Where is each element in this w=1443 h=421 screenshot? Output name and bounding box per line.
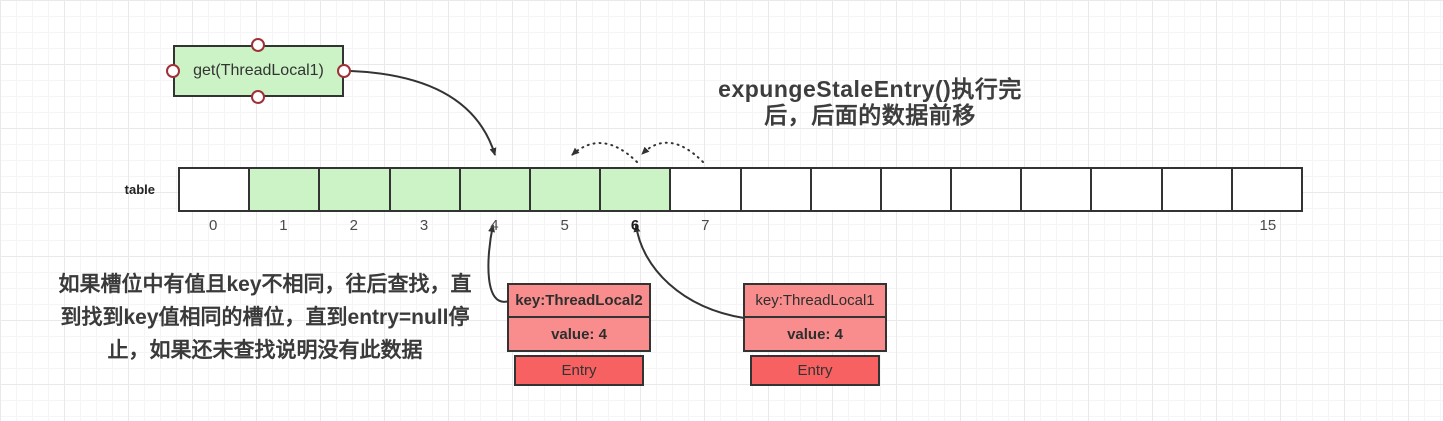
table-cell-5[interactable] xyxy=(530,169,602,210)
table-cell-0[interactable] xyxy=(180,169,251,210)
index-label xyxy=(1162,217,1232,237)
arrow-entry1-to-cell6 xyxy=(633,224,745,319)
arrow-get-to-cell4 xyxy=(350,70,497,156)
index-label xyxy=(741,217,811,237)
get-box-label: get(ThreadLocal1) xyxy=(193,62,324,79)
dotted-arrow-cell7-to-cell6 xyxy=(641,141,704,163)
table-label: table xyxy=(124,182,155,197)
table-row xyxy=(178,167,1303,212)
entry-box-threadlocal1[interactable]: key:ThreadLocal1 value: 4 Entry xyxy=(743,283,887,386)
index-labels: 0 1 2 3 4 5 6 7 15 xyxy=(178,217,1303,237)
table-cell-blank[interactable] xyxy=(1022,169,1093,210)
index-label: 2 xyxy=(349,217,358,234)
table-cell-4[interactable] xyxy=(460,169,531,210)
table-cell-6[interactable] xyxy=(601,169,672,210)
index-label xyxy=(881,217,951,237)
index-label xyxy=(951,217,1021,237)
index-label: 6 xyxy=(630,217,640,234)
connection-dot-left[interactable] xyxy=(166,64,180,78)
table-cell-7[interactable] xyxy=(671,169,742,210)
headline-text: expungeStaleEntry()执行完 后，后面的数据前移 xyxy=(718,76,1022,128)
entry-value-row: value: 4 xyxy=(507,316,651,352)
table-cell-blank[interactable] xyxy=(881,169,953,210)
index-label: 4 xyxy=(490,217,499,234)
get-threadlocal1-box[interactable]: get(ThreadLocal1) xyxy=(173,45,344,97)
entry-value-row: value: 4 xyxy=(743,316,887,352)
dotted-arrow-cell6-to-cell5 xyxy=(571,142,638,163)
entry-key-row: key:ThreadLocal2 xyxy=(507,283,651,318)
table-cell-blank[interactable] xyxy=(811,169,882,210)
table-cell-blank[interactable] xyxy=(1162,169,1233,210)
table-cell-blank[interactable] xyxy=(1092,169,1163,210)
connection-dot-top[interactable] xyxy=(251,38,265,52)
connection-dot-right[interactable] xyxy=(337,64,351,78)
index-label xyxy=(1092,217,1162,237)
index-label: 3 xyxy=(419,217,429,234)
table-cell-blank[interactable] xyxy=(741,169,812,210)
table-cell-1[interactable] xyxy=(250,169,321,210)
entry-tag: Entry xyxy=(750,355,880,386)
index-label: 1 xyxy=(279,217,288,234)
entry-box-threadlocal2[interactable]: key:ThreadLocal2 value: 4 Entry xyxy=(507,283,651,386)
entry-key-row: key:ThreadLocal1 xyxy=(743,283,887,318)
entry-tag: Entry xyxy=(514,355,644,386)
note-text: 如果槽位中有值且key不相同，往后查找，直 到找到key值相同的槽位，直到ent… xyxy=(58,273,472,362)
index-label xyxy=(811,217,881,237)
index-label: 7 xyxy=(701,217,710,234)
index-label xyxy=(1022,217,1092,237)
index-label: 15 xyxy=(1259,217,1277,234)
index-label: 0 xyxy=(208,217,218,234)
connection-dot-bottom[interactable] xyxy=(251,90,265,104)
table-cell-blank[interactable] xyxy=(952,169,1023,210)
table-cell-15[interactable] xyxy=(1232,169,1301,210)
table-cell-3[interactable] xyxy=(390,169,461,210)
table-cell-2[interactable] xyxy=(320,169,391,210)
index-label: 5 xyxy=(560,217,569,234)
